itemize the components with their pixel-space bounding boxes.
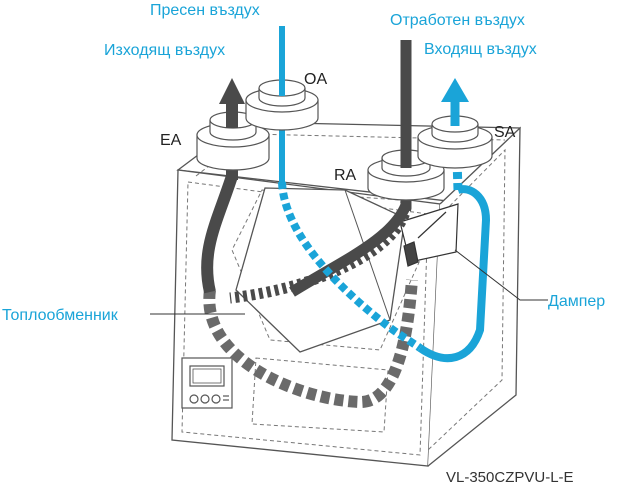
damper-label: Дампер bbox=[548, 293, 605, 310]
exhaust-air-label: Изходящ въздух bbox=[104, 42, 225, 59]
duct-sa bbox=[417, 115, 493, 169]
control-panel-icon bbox=[181, 357, 233, 409]
model-number: VL-350CZPVU-L-E bbox=[446, 469, 574, 486]
ra-label: RA bbox=[334, 167, 357, 184]
ea-label: EA bbox=[160, 132, 182, 149]
damper-leader bbox=[454, 249, 548, 301]
supply-air-label: Входящ въздух bbox=[424, 41, 537, 58]
duct-ea bbox=[196, 111, 270, 171]
damper-mechanism bbox=[399, 203, 459, 267]
heat-exchanger-label: Топлообменник bbox=[2, 307, 119, 324]
return-air-label: Отработен въздух bbox=[390, 12, 525, 29]
oa-label: OA bbox=[304, 71, 327, 88]
fresh-air-label: Пресен въздух bbox=[150, 2, 260, 19]
sa-label: SA bbox=[494, 124, 516, 141]
arrow-up-icon bbox=[441, 78, 469, 102]
arrow-up-icon bbox=[219, 78, 245, 104]
